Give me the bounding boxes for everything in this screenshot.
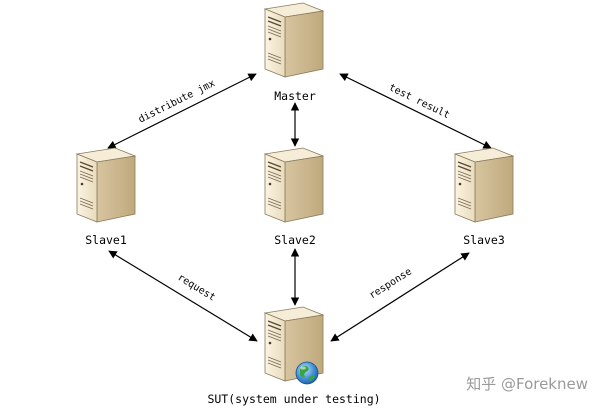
slave1-label: Slave1 [85, 233, 127, 247]
edge-label-response: response [367, 266, 414, 301]
master-server-icon [264, 2, 324, 78]
slave1-server-icon [76, 147, 136, 223]
watermark-text: 知乎 @Foreknew [466, 375, 588, 393]
edge-master-slave3 [339, 73, 492, 149]
edge-slave3-sut [330, 252, 470, 342]
master-label: Master [274, 89, 316, 103]
edge-slave1-sut [108, 250, 258, 342]
globe-icon [295, 361, 319, 385]
slave3-label: Slave3 [463, 233, 505, 247]
slave2-server-icon [264, 147, 324, 223]
edge-label-distribute-jmx: distribute jmx [137, 78, 217, 126]
edge-master-slave1 [107, 73, 257, 149]
slave3-server-icon [454, 147, 514, 223]
sut-label: SUT(system under testing) [207, 392, 380, 406]
slave2-label: Slave2 [274, 233, 316, 247]
edge-label-request: request [175, 272, 217, 303]
